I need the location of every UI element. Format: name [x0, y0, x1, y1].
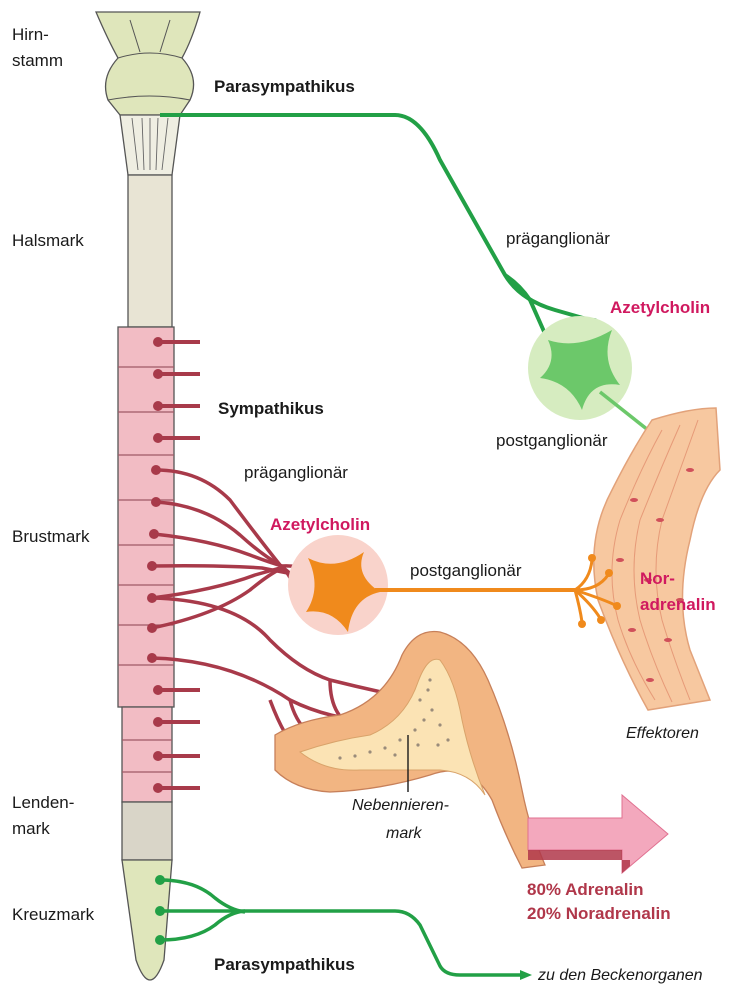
label-halsmark: Halsmark	[12, 231, 84, 250]
label-postganglionaer-sym: postganglionär	[410, 561, 522, 580]
label-brustmark: Brustmark	[12, 527, 90, 546]
label-adrenalin-output: 80% Adrenalin	[527, 880, 644, 899]
label-praeganglionaer-para: präganglionär	[506, 229, 610, 248]
label-sympathikus: Sympathikus	[218, 399, 324, 418]
label-hirnstamm-1: Hirn-	[12, 25, 49, 44]
label-postganglionaer-para: postganglionär	[496, 431, 608, 450]
label-nebennierenmark-2: mark	[386, 825, 423, 842]
label-lendenmark-1: Lenden-	[12, 793, 74, 812]
label-parasympathikus-bottom: Parasympathikus	[214, 955, 355, 974]
label-hirnstamm-2: stamm	[12, 51, 63, 70]
label-noradrenalin-output: 20% Noradrenalin	[527, 904, 671, 923]
label-kreuzmark: Kreuzmark	[12, 905, 95, 924]
label-praeganglionaer-sym: präganglionär	[244, 463, 348, 482]
cervical-cord	[128, 175, 172, 327]
label-noradrenalin-1: Nor-	[640, 569, 675, 588]
label-nebennierenmark-1: Nebennieren-	[352, 797, 449, 814]
parasympathetic-preganglionic-fiber	[160, 115, 590, 320]
label-parasympathikus-top: Parasympathikus	[214, 77, 355, 96]
label-beckenorgane: zu den Beckenorganen	[537, 967, 703, 984]
label-lendenmark-2: mark	[12, 819, 50, 838]
thoracic-cord	[118, 327, 174, 707]
label-azetylcholin-sym: Azetylcholin	[270, 515, 370, 534]
label-azetylcholin-para: Azetylcholin	[610, 298, 710, 317]
hormone-release-arrow	[528, 795, 668, 873]
spinal-cord	[96, 12, 200, 980]
label-noradrenalin-2: adrenalin	[640, 595, 716, 614]
lumbar-cord-lower	[122, 802, 172, 860]
effector-tissue	[594, 408, 720, 710]
label-effektoren: Effektoren	[626, 725, 699, 742]
